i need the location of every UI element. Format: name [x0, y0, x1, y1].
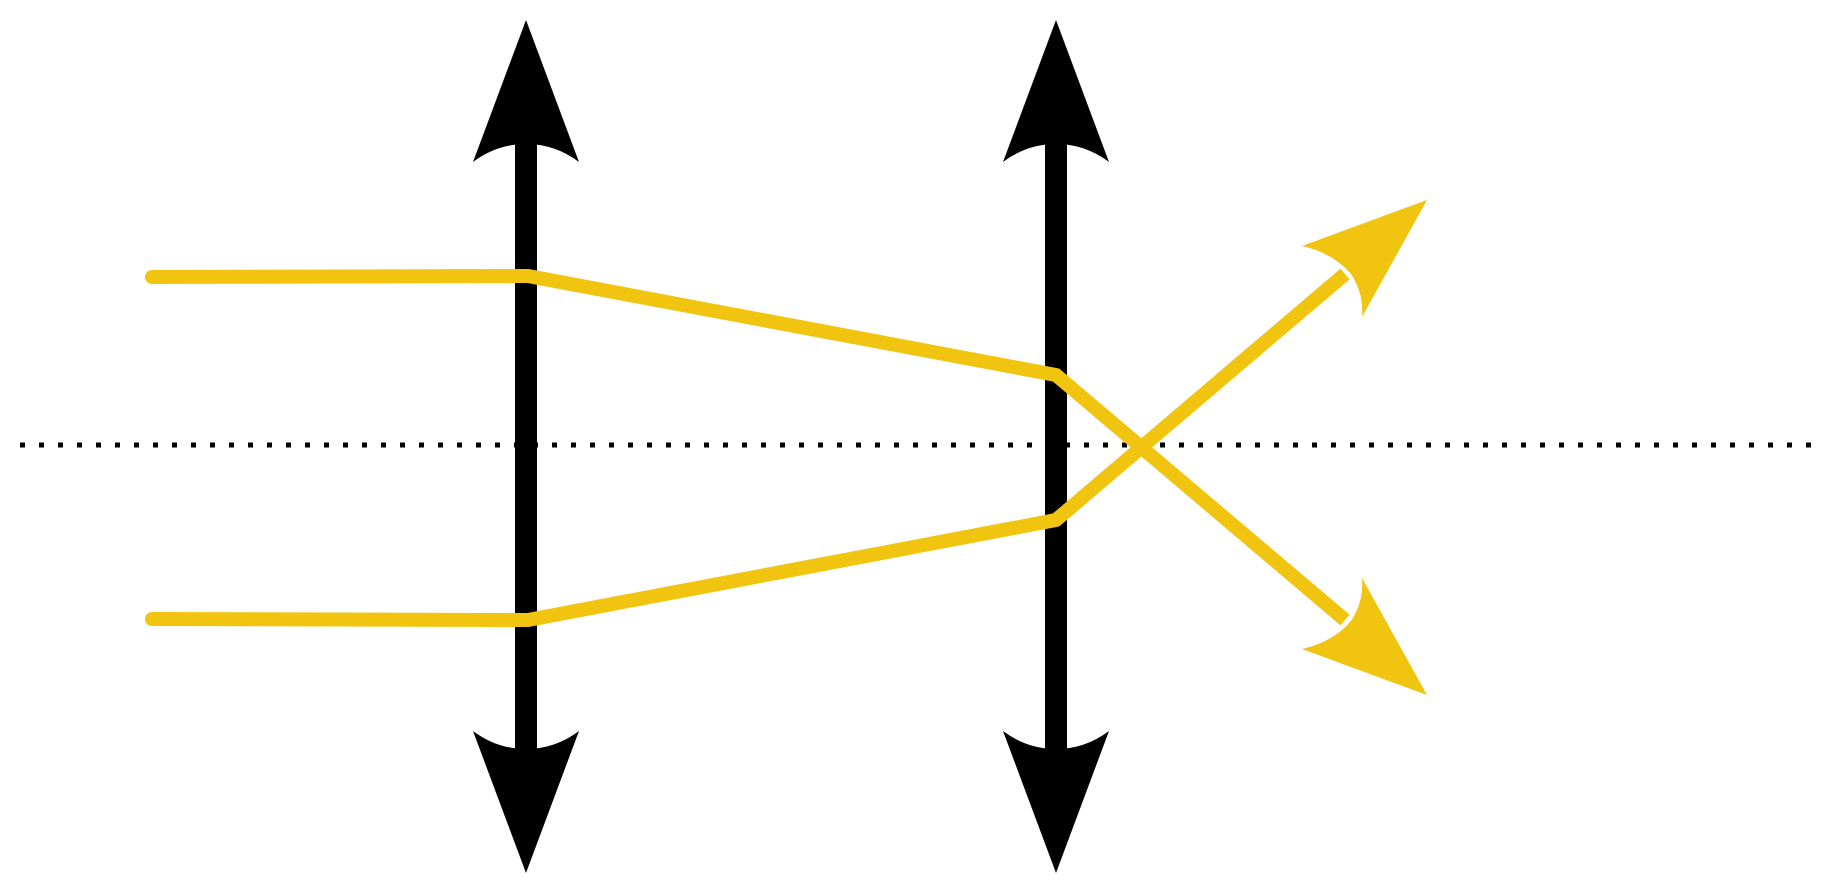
ray-upper: [145, 268, 1427, 695]
lens-2-top-arrowhead-icon: [1003, 20, 1109, 162]
ray-lower-arrowhead-icon: [1302, 200, 1427, 317]
lens-1-body: [515, 140, 537, 752]
ray-upper-path: [151, 268, 1350, 626]
lens-1-bottom-arrowhead-icon: [473, 731, 579, 873]
lens-1-top-arrowhead-icon: [473, 20, 579, 162]
ray-lower: [145, 200, 1427, 628]
lens-2: [1003, 20, 1109, 873]
ray-lower-path: [151, 268, 1350, 628]
ray-upper-arrowhead-icon: [1302, 578, 1427, 695]
lens-2-bottom-arrowhead-icon: [1003, 731, 1109, 873]
lens-2-body: [1045, 140, 1067, 752]
lens-1: [473, 20, 579, 873]
